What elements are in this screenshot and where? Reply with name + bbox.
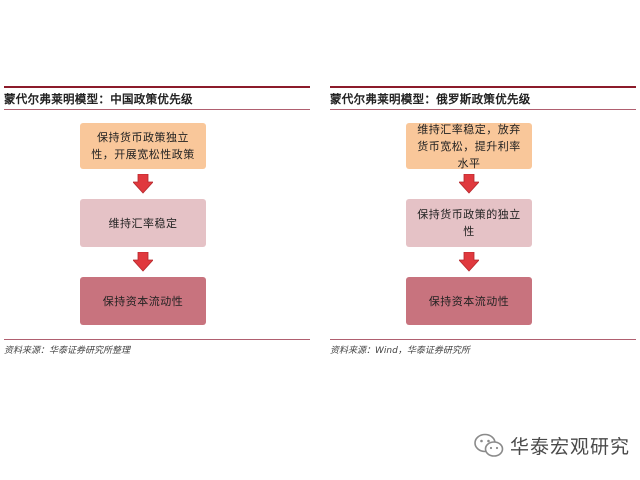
wechat-icon [474,433,504,457]
source-rule [330,339,636,340]
down-arrow-icon [133,252,153,272]
flow-box-top: 维持汇率稳定，放弃货币宽松，提升利率水平 [406,123,532,170]
flow-box-bottom: 保持资本流动性 [80,277,206,325]
flow-box-middle: 保持货币政策的独立性 [406,199,532,247]
watermark-text: 华泰宏观研究 [509,436,630,458]
title-underline [4,109,310,110]
flow-box-middle: 维持汇率稳定 [80,199,206,247]
title-rule [330,86,636,88]
flow-box-bottom: 保持资本流动性 [406,277,532,325]
title-rule [4,86,310,88]
source-note: 资料来源：华泰证券研究所整理 [4,346,131,356]
panel-title: 蒙代尔弗莱明模型：中国政策优先级 [4,92,193,106]
title-underline [330,109,636,110]
down-arrow-icon [133,174,153,194]
down-arrow-icon [459,252,479,272]
watermark: 华泰宏观研究 [474,432,630,459]
source-note: 资料来源：Wind，华泰证券研究所 [330,346,470,356]
left-panel: 蒙代尔弗莱明模型：中国政策优先级 保持货币政策独立性，开展宽松性政策 维持汇率稳… [4,86,310,362]
right-panel: 蒙代尔弗莱明模型：俄罗斯政策优先级 维持汇率稳定，放弃货币宽松，提升利率水平 保… [330,86,636,362]
panel-title: 蒙代尔弗莱明模型：俄罗斯政策优先级 [330,92,531,106]
source-rule [4,339,310,340]
down-arrow-icon [459,174,479,194]
flow-box-top: 保持货币政策独立性，开展宽松性政策 [80,123,206,169]
